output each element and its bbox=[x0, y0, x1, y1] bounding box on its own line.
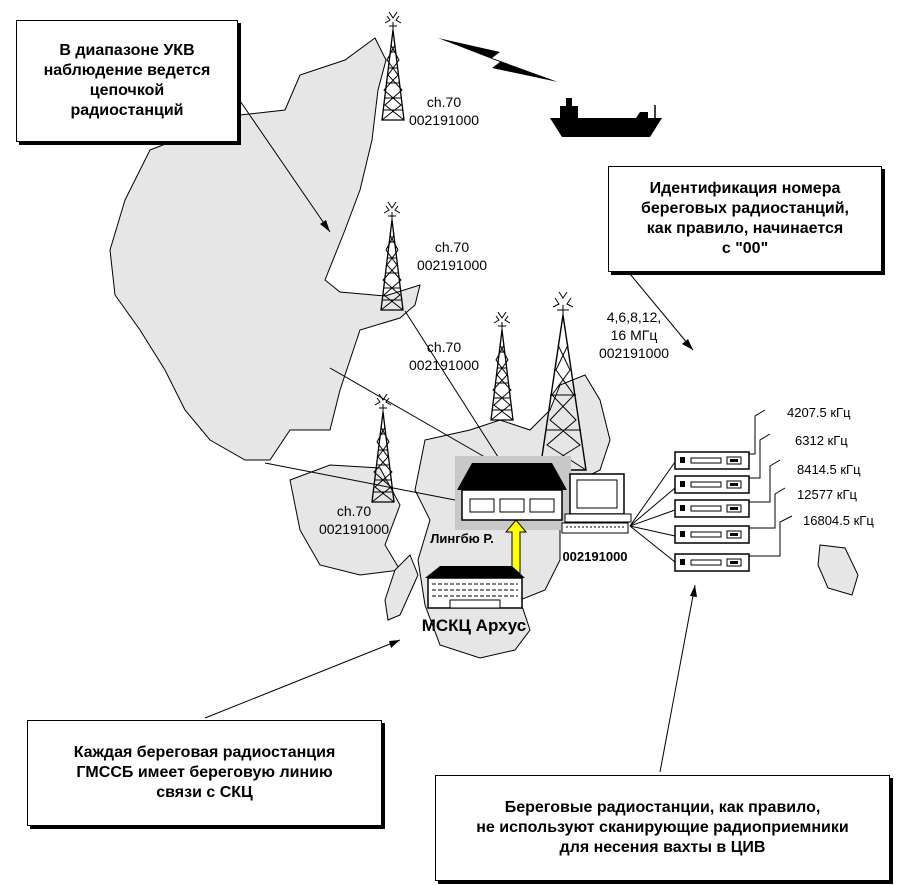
receiver-5-icon bbox=[674, 553, 750, 572]
receiver-4-frequency: 12577 кГц bbox=[797, 487, 857, 502]
tower-lower-icon bbox=[490, 311, 514, 421]
callout-id-number: Идентификация номера береговых радиостан… bbox=[608, 166, 882, 272]
computer-icon bbox=[561, 473, 632, 534]
tower-north-icon bbox=[381, 11, 405, 121]
radio-signal-bolt bbox=[438, 38, 558, 82]
receiver-2-frequency: 6312 кГц bbox=[795, 433, 848, 448]
receiver-5-frequency: 16804.5 кГц bbox=[803, 513, 874, 528]
callout-coast-link: Каждая береговая радиостанция ГМССБ имее… bbox=[27, 720, 382, 826]
lyngby-building-icon bbox=[457, 463, 567, 521]
station-lower-label: ch.70 002191000 bbox=[408, 339, 480, 373]
receiver-2-icon bbox=[674, 475, 750, 494]
coast-link-arrow bbox=[504, 519, 528, 574]
ship-icon bbox=[550, 98, 662, 137]
mrcc-label: МСКЦ Архус bbox=[421, 616, 527, 635]
station-hf-label: 4,6,8,12, 16 МГц 002191000 bbox=[598, 309, 670, 361]
station-middle-label: ch.70 002191000 bbox=[416, 239, 488, 273]
land-bornholm bbox=[817, 544, 859, 596]
receiver-3-frequency: 8414.5 кГц bbox=[797, 462, 861, 477]
mrcc-building-icon bbox=[425, 566, 525, 609]
lyngby-label: Лингбю Р. bbox=[430, 531, 494, 546]
callout-vhf-chain: В диапазоне УКВ наблюдение ведется цепоч… bbox=[16, 20, 238, 142]
land-jutland bbox=[109, 37, 421, 461]
receiver-1-icon bbox=[674, 451, 750, 470]
station-west-label: ch.70 002191000 bbox=[318, 503, 390, 537]
receiver-1-frequency: 4207.5 кГц bbox=[787, 405, 851, 420]
callout-no-scanning: Береговые радиостанции, как правило, не … bbox=[435, 775, 890, 881]
receiver-3-icon bbox=[674, 499, 750, 518]
land-funen bbox=[289, 464, 401, 576]
receiver-4-icon bbox=[674, 525, 750, 544]
computer-id-label: 002191000 bbox=[562, 549, 628, 564]
station-north-label: ch.70 002191000 bbox=[408, 94, 480, 128]
land-lolland bbox=[384, 554, 419, 621]
